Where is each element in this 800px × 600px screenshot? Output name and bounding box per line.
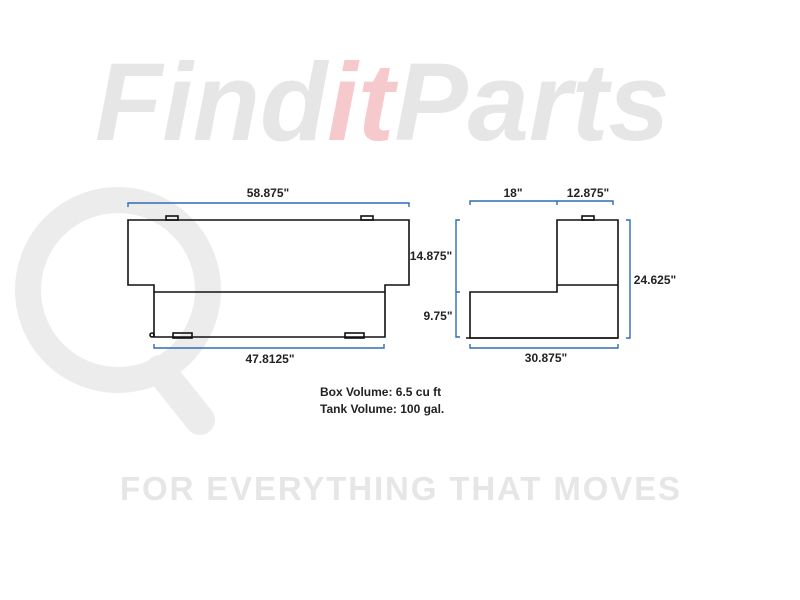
mount-bracket — [172, 332, 193, 339]
dim-label-top-width: 58.875" — [247, 186, 289, 200]
dim-label-box-width: 12.875" — [567, 186, 609, 200]
dim-label-total-width: 30.875" — [525, 351, 567, 365]
dimension-total-width — [469, 344, 619, 349]
dimension-left-heights — [455, 219, 460, 338]
box-volume-text: Box Volume: 6.5 cu ft — [320, 385, 441, 399]
dimension-total-height — [626, 219, 631, 339]
lid-handle — [360, 215, 374, 221]
watermark-brand: FinditParts — [95, 41, 670, 164]
dimension-top-width — [127, 202, 410, 207]
tank-volume-text: Tank Volume: 100 gal. — [320, 402, 444, 416]
dim-label-bottom-width: 47.8125" — [245, 352, 294, 366]
side-view-drawing — [455, 200, 631, 349]
dimension-bottom-width — [153, 344, 385, 349]
lid-handle — [581, 215, 595, 221]
watermark-tagline: FOR EVERYTHING THAT MOVES — [120, 470, 680, 507]
dim-label-total-height: 24.625" — [634, 273, 676, 287]
dim-label-lower-height: 9.75" — [423, 309, 452, 323]
dim-label-step-width: 18" — [503, 186, 522, 200]
watermark: FinditParts FOR EVERYTHING THAT MOVES — [15, 41, 680, 507]
watermark-brand-parts: Parts — [394, 41, 669, 164]
watermark-brand-it: it — [327, 41, 399, 164]
dim-label-upper-height: 14.875" — [410, 249, 452, 263]
watermark-brand-find: Find — [95, 41, 330, 164]
dimension-top-widths — [469, 200, 614, 205]
magnifier-icon — [15, 187, 221, 393]
mount-bracket — [344, 332, 365, 339]
lid-handle — [165, 215, 179, 221]
front-view-drawing — [127, 202, 410, 349]
